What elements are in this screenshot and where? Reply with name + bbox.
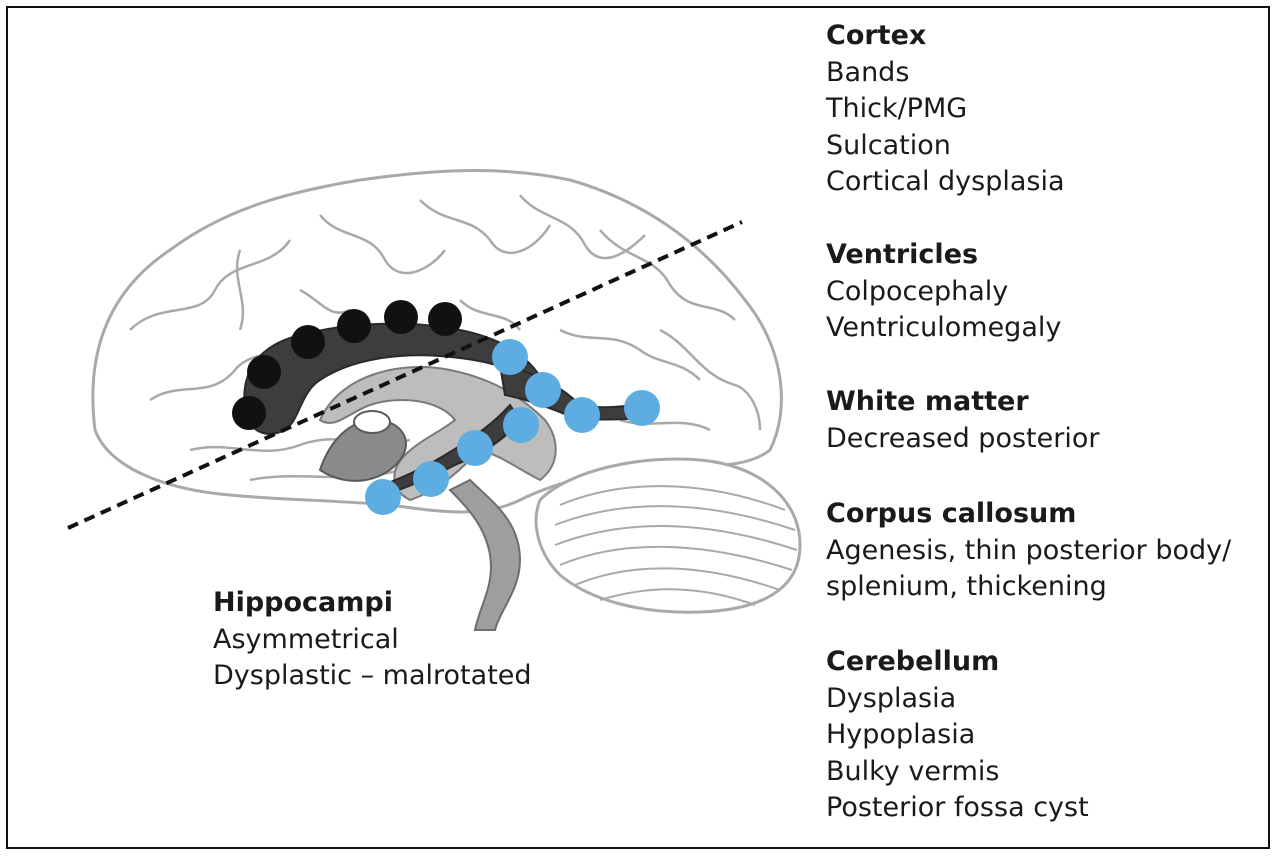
third-ventricle [318,418,407,482]
cerebellum-item: Bulky vermis [826,755,1000,787]
white-matter-label-group: White matter Decreased posterior [826,384,1099,457]
blue-dot [525,372,561,408]
white-matter-title: White matter [826,386,1029,417]
cerebellum-item: Posterior fossa cyst [826,792,1089,823]
blue-dot [564,397,600,433]
cerebellum-item: Dysplasia [826,682,957,714]
cerebellum-title: Cerebellum [826,646,1000,677]
ventricles-item: Ventriculomegaly [826,312,1062,343]
black-dot [232,396,266,430]
black-dot [428,302,462,336]
cortex-label-group: Cortex Bands Thick/PMG Sulcation Cortica… [826,18,1065,201]
hippocampi-label-group: Hippocampi Asymmetrical Dysplastic – mal… [213,585,532,695]
cortex-item: Cortical dysplasia [826,166,1065,197]
black-dots [232,300,462,430]
blue-dot [457,430,493,466]
hippocampi-item: Dysplastic – malrotated [213,660,532,691]
cerebellum-item: Hypoplasia [826,719,976,750]
hippocampi-title: Hippocampi [213,587,393,618]
ventricles-item: Colpocephaly [826,275,1009,307]
hippocampi-item: Asymmetrical [213,623,399,655]
black-dot [291,325,325,359]
black-dot [337,309,371,343]
blue-dot [503,407,539,443]
blue-dot [492,339,528,375]
cerebellar-folia [554,485,798,606]
cortex-item: Bands [826,56,910,88]
blue-dot [413,461,449,497]
brainstem [448,478,522,631]
figure-frame [6,6,1270,849]
interthalamic-adhesion [353,410,391,434]
white-matter-item: Decreased posterior [826,422,1100,454]
cortex-title: Cortex [826,20,927,51]
blue-dot [624,390,660,426]
blue-dots [365,339,660,515]
black-dot [384,300,418,334]
cerebellum-outline [534,457,802,614]
corpus-callosum-title: Corpus callosum [826,498,1077,529]
ventricles-title: Ventricles [826,239,979,270]
cortex-item: Thick/PMG [826,93,968,124]
corpus-callosum-item: Agenesis, thin posterior body/ [826,534,1232,566]
corpus-callosum-label-group: Corpus callosum Agenesis, thin posterior… [826,496,1231,606]
dashed-axis-line [67,220,743,530]
blue-dot [365,479,401,515]
ventricles-label-group: Ventricles Colpocephaly Ventriculomegaly [826,237,1061,347]
cortex-item: Sulcation [826,129,951,161]
black-dot [247,355,281,389]
cerebellum-label-group: Cerebellum Dysplasia Hypoplasia Bulky ve… [826,644,1089,827]
corpus-callosum-item: splenium, thickening [826,571,1107,602]
